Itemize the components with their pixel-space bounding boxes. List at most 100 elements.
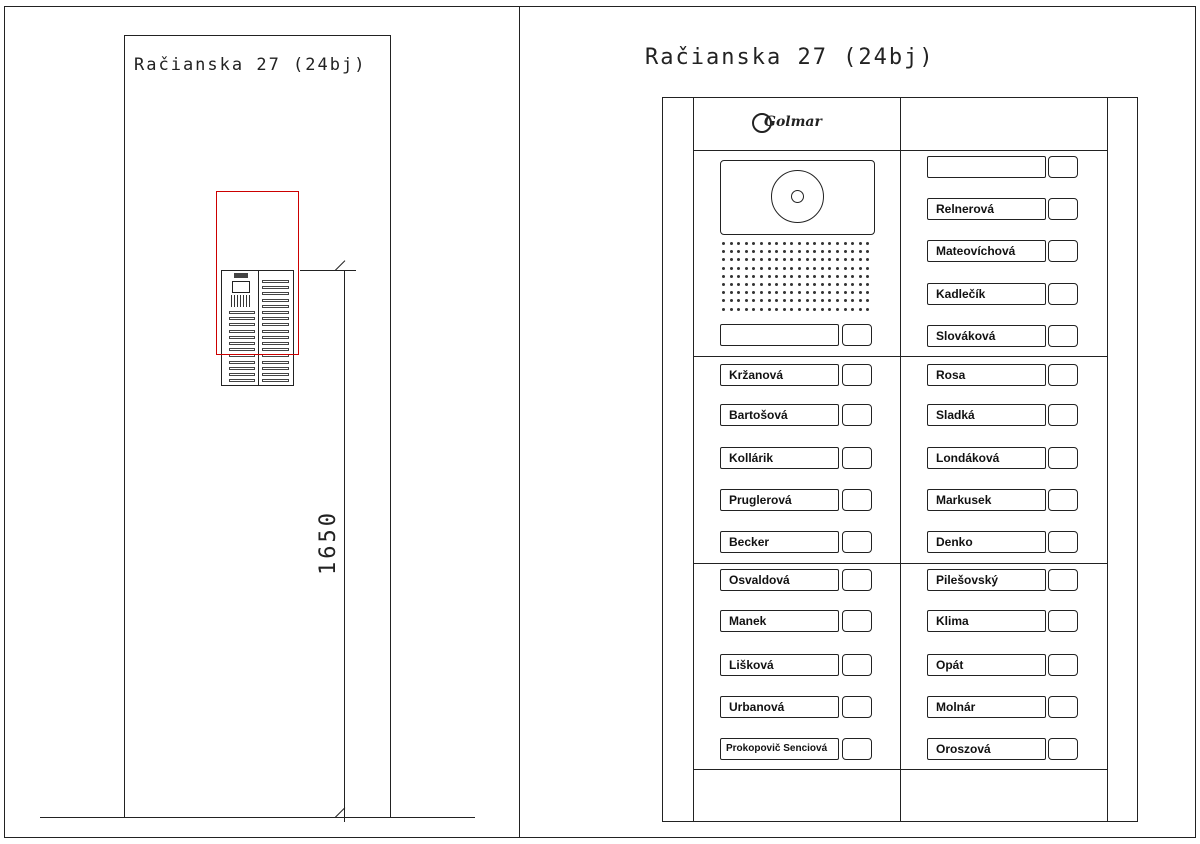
mini-row [229, 373, 255, 376]
speaker-hole [820, 242, 824, 245]
left-call-button[interactable] [842, 364, 872, 386]
speaker-hole [737, 274, 741, 278]
left-call-button[interactable] [842, 404, 872, 426]
panel-center-divider [900, 97, 901, 822]
left-call-button[interactable] [842, 610, 872, 632]
speaker-hole [767, 242, 771, 245]
speaker-hole [805, 274, 809, 278]
speaker-hole [858, 266, 862, 270]
speaker-hole [722, 291, 725, 295]
speaker-hole [752, 274, 756, 278]
speaker-hole [851, 258, 855, 262]
speaker-hole [782, 242, 786, 245]
left-call-button[interactable] [842, 324, 872, 346]
logo-badge-icon [752, 113, 772, 133]
speaker-hole [858, 283, 862, 286]
speaker-hole [836, 291, 839, 295]
right-call-button[interactable] [1048, 447, 1078, 469]
left-call-button[interactable] [842, 447, 872, 469]
speaker-hole [782, 274, 786, 278]
left-call-button[interactable] [842, 696, 872, 718]
speaker-hole [790, 266, 794, 270]
speaker-hole [843, 250, 847, 254]
speaker-hole [813, 274, 817, 278]
mini-row [262, 280, 289, 283]
panel-left-rail [693, 97, 694, 822]
right-call-button[interactable] [1048, 610, 1078, 632]
mini-row [262, 373, 289, 376]
speaker-hole [775, 242, 779, 245]
left-call-button[interactable] [842, 531, 872, 553]
mini-row [229, 342, 255, 345]
speaker-hole [729, 242, 733, 245]
right-call-button[interactable] [1048, 696, 1078, 718]
speaker-hole [729, 250, 733, 254]
right-call-button[interactable] [1048, 569, 1078, 591]
speaker-hole [843, 274, 847, 278]
speaker-hole [828, 250, 832, 254]
speaker-hole [813, 291, 817, 295]
right-call-button[interactable] [1048, 198, 1078, 220]
right-call-button[interactable] [1048, 240, 1078, 262]
right-call-button[interactable] [1048, 654, 1078, 676]
speaker-hole [767, 283, 771, 286]
speaker-hole [866, 283, 870, 286]
speaker-hole [790, 291, 794, 295]
speaker-hole [828, 283, 832, 286]
mini-row [229, 366, 255, 370]
right-call-button[interactable] [1048, 489, 1078, 511]
mini-row [262, 311, 289, 314]
speaker-hole [775, 266, 779, 270]
speaker-hole [805, 250, 809, 254]
speaker-hole [744, 266, 748, 270]
speaker-hole [722, 266, 725, 270]
wall-outline [124, 35, 391, 818]
speaker-hole [760, 307, 763, 311]
right-call-button[interactable] [1048, 283, 1078, 305]
speaker-hole [752, 307, 756, 311]
right-call-button[interactable] [1048, 364, 1078, 386]
left-nameplate: Osvaldová [720, 569, 839, 591]
right-call-button[interactable] [1048, 738, 1078, 760]
speaker-hole [798, 266, 801, 270]
speaker-hole [760, 283, 763, 286]
speaker-hole [744, 299, 748, 303]
speaker-hole [760, 250, 763, 254]
panel-right-rail [1107, 97, 1108, 822]
speaker-hole [866, 307, 870, 311]
speaker-hole [820, 274, 824, 278]
left-nameplate: Becker [720, 531, 839, 553]
mini-panel-divider [258, 271, 259, 385]
speaker-hole [836, 242, 839, 245]
right-call-button[interactable] [1048, 325, 1078, 347]
mini-row [262, 292, 289, 296]
speaker-hole [722, 250, 725, 254]
speaker-hole [767, 258, 771, 262]
speaker-hole [767, 291, 771, 295]
speaker-hole [744, 258, 748, 262]
right-call-button[interactable] [1048, 404, 1078, 426]
left-call-button[interactable] [842, 654, 872, 676]
left-nameplate: Lišková [720, 654, 839, 676]
right-nameplate: Molnár [927, 696, 1046, 718]
speaker-hole [737, 283, 741, 286]
speaker-hole [752, 299, 756, 303]
speaker-hole [722, 258, 725, 262]
mini-row [229, 317, 255, 321]
right-call-button[interactable] [1048, 156, 1078, 178]
left-nameplate: Pruglerová [720, 489, 839, 511]
left-call-button[interactable] [842, 738, 872, 760]
left-call-button[interactable] [842, 569, 872, 591]
speaker-hole [767, 274, 771, 278]
right-call-button[interactable] [1048, 531, 1078, 553]
speaker-hole [858, 274, 862, 278]
speaker-hole [798, 291, 801, 295]
speaker-hole [752, 242, 756, 245]
speaker-hole [737, 250, 741, 254]
speaker-hole [790, 242, 794, 245]
speaker-hole [722, 307, 725, 311]
left-call-button[interactable] [842, 489, 872, 511]
speaker-hole [737, 291, 741, 295]
left-nameplate: Kollárik [720, 447, 839, 469]
speaker-hole [737, 242, 741, 245]
